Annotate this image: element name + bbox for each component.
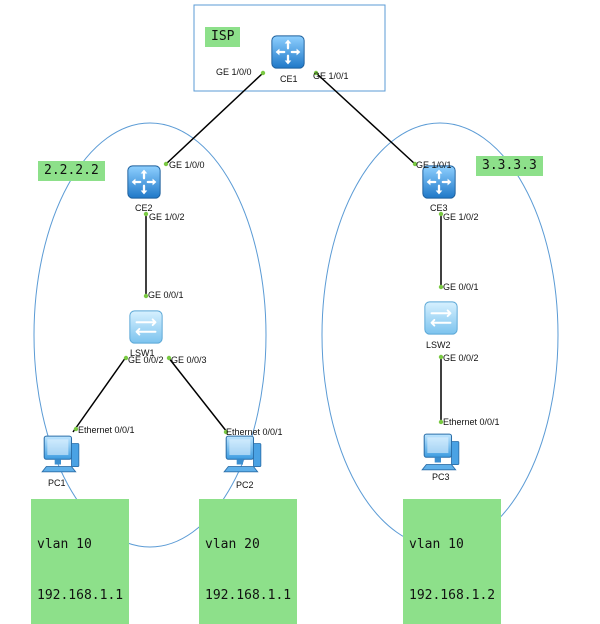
pc2-port-eth-label: Ethernet 0/0/1 [226, 427, 283, 437]
pc3-vlan-text: vlan 10 [409, 537, 464, 552]
port-dot [166, 355, 172, 361]
port-dot [438, 284, 444, 290]
ce2-label: CE2 [135, 203, 153, 213]
isp-region-box [193, 4, 386, 92]
ce3-label: CE3 [430, 203, 448, 213]
pc3-vlan-note: vlan 10 192.168.1.2 [403, 499, 502, 624]
lsw2-port-ge002-label: GE 0/0/2 [443, 353, 479, 363]
left-site-ellipse [33, 122, 267, 548]
topology-diagram [33, 4, 559, 548]
ce3-router-icon[interactable] [421, 164, 457, 200]
link-ce1-ce3 [315, 72, 416, 165]
pc1-vlan-text: vlan 10 [37, 537, 92, 552]
isp-label: ISP [205, 27, 241, 47]
links [72, 72, 442, 433]
pc2-ip-text: 192.168.1.1 [205, 588, 292, 603]
ce3-port-ge101-label: GE 1/0/1 [416, 160, 452, 170]
ce1-port-ge100-label: GE 1/0/0 [216, 67, 252, 77]
ce3-address-note: 3.3.3.3 [476, 156, 543, 176]
ce2-port-ge100-label: GE 1/0/0 [169, 160, 205, 170]
lsw1-port-ge003-label: GE 0/0/3 [171, 355, 207, 365]
pc1-vlan-note: vlan 10 192.168.1.1 [31, 499, 130, 624]
port-dot [412, 161, 418, 167]
lsw2-port-ge001-label: GE 0/0/1 [443, 282, 479, 292]
ce2-address-note: 2.2.2.2 [38, 161, 105, 181]
port-dots [73, 70, 444, 435]
pc1-label: PC1 [48, 478, 66, 488]
link-lsw1-pc1 [72, 356, 127, 433]
port-dot [438, 354, 444, 360]
pc1-computer-icon[interactable] [41, 435, 80, 473]
port-dot [260, 70, 266, 76]
ce1-router-icon[interactable] [270, 34, 306, 70]
ce2-router-icon[interactable] [126, 164, 162, 200]
pc2-vlan-text: vlan 20 [205, 537, 260, 552]
lsw2-switch-icon[interactable] [423, 300, 459, 336]
lsw2-label: LSW2 [426, 340, 451, 350]
port-dot [223, 429, 229, 435]
port-dot [73, 426, 79, 432]
pc1-ip-text: 192.168.1.1 [37, 588, 124, 603]
lsw1-switch-icon[interactable] [128, 309, 164, 345]
lsw1-port-ge002-label: GE 0/0/2 [128, 355, 164, 365]
link-lsw1-pc2 [167, 356, 228, 433]
lsw1-port-ge001-label: GE 0/0/1 [148, 290, 184, 300]
lsw1-label: LSW1 [130, 348, 155, 358]
ce1-port-ge101-label: GE 1/0/1 [313, 71, 349, 81]
pc2-vlan-note: vlan 20 192.168.1.1 [199, 499, 298, 624]
ce2-port-ge102-label: GE 1/0/2 [149, 212, 185, 222]
pc3-computer-icon[interactable] [421, 433, 460, 471]
pc2-computer-icon[interactable] [223, 435, 262, 473]
port-dot [438, 419, 444, 425]
port-dot [123, 355, 129, 361]
port-dot [143, 293, 149, 299]
port-dot [438, 211, 444, 217]
port-dot [163, 161, 169, 167]
pc3-port-eth-label: Ethernet 0/0/1 [443, 417, 500, 427]
pc3-ip-text: 192.168.1.2 [409, 588, 496, 603]
link-ce1-ce2 [165, 72, 264, 165]
port-dot [313, 70, 319, 76]
pc3-label: PC3 [432, 472, 450, 482]
port-dot [143, 211, 149, 217]
pc2-label: PC2 [236, 480, 254, 490]
ce3-port-ge102-label: GE 1/0/2 [443, 212, 479, 222]
pc1-port-eth-label: Ethernet 0/0/1 [78, 425, 135, 435]
ce1-label: CE1 [280, 74, 298, 84]
